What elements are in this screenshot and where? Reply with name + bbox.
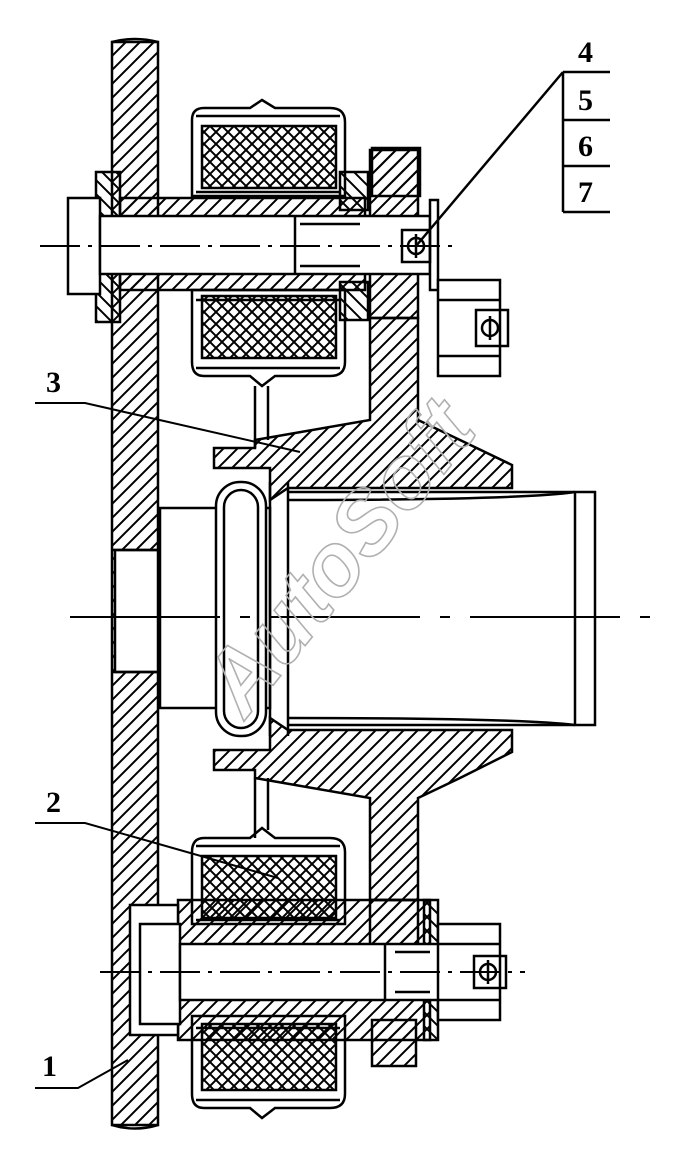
upper-rubber-bushing (190, 98, 347, 448)
callout-table (415, 70, 610, 247)
centerlines (40, 245, 650, 973)
callout-2: 2 (46, 786, 61, 819)
callout-4: 4 (578, 36, 593, 69)
callout-7: 7 (578, 176, 593, 209)
hub-bore (158, 480, 597, 738)
callout-5: 5 (578, 84, 593, 117)
callout-3: 3 (46, 366, 61, 399)
upper-nut (436, 278, 510, 378)
flywheel-plate (110, 37, 160, 1130)
leader-lines (35, 402, 301, 1089)
callout-6: 6 (578, 130, 593, 163)
callout-1: 1 (42, 1050, 57, 1083)
